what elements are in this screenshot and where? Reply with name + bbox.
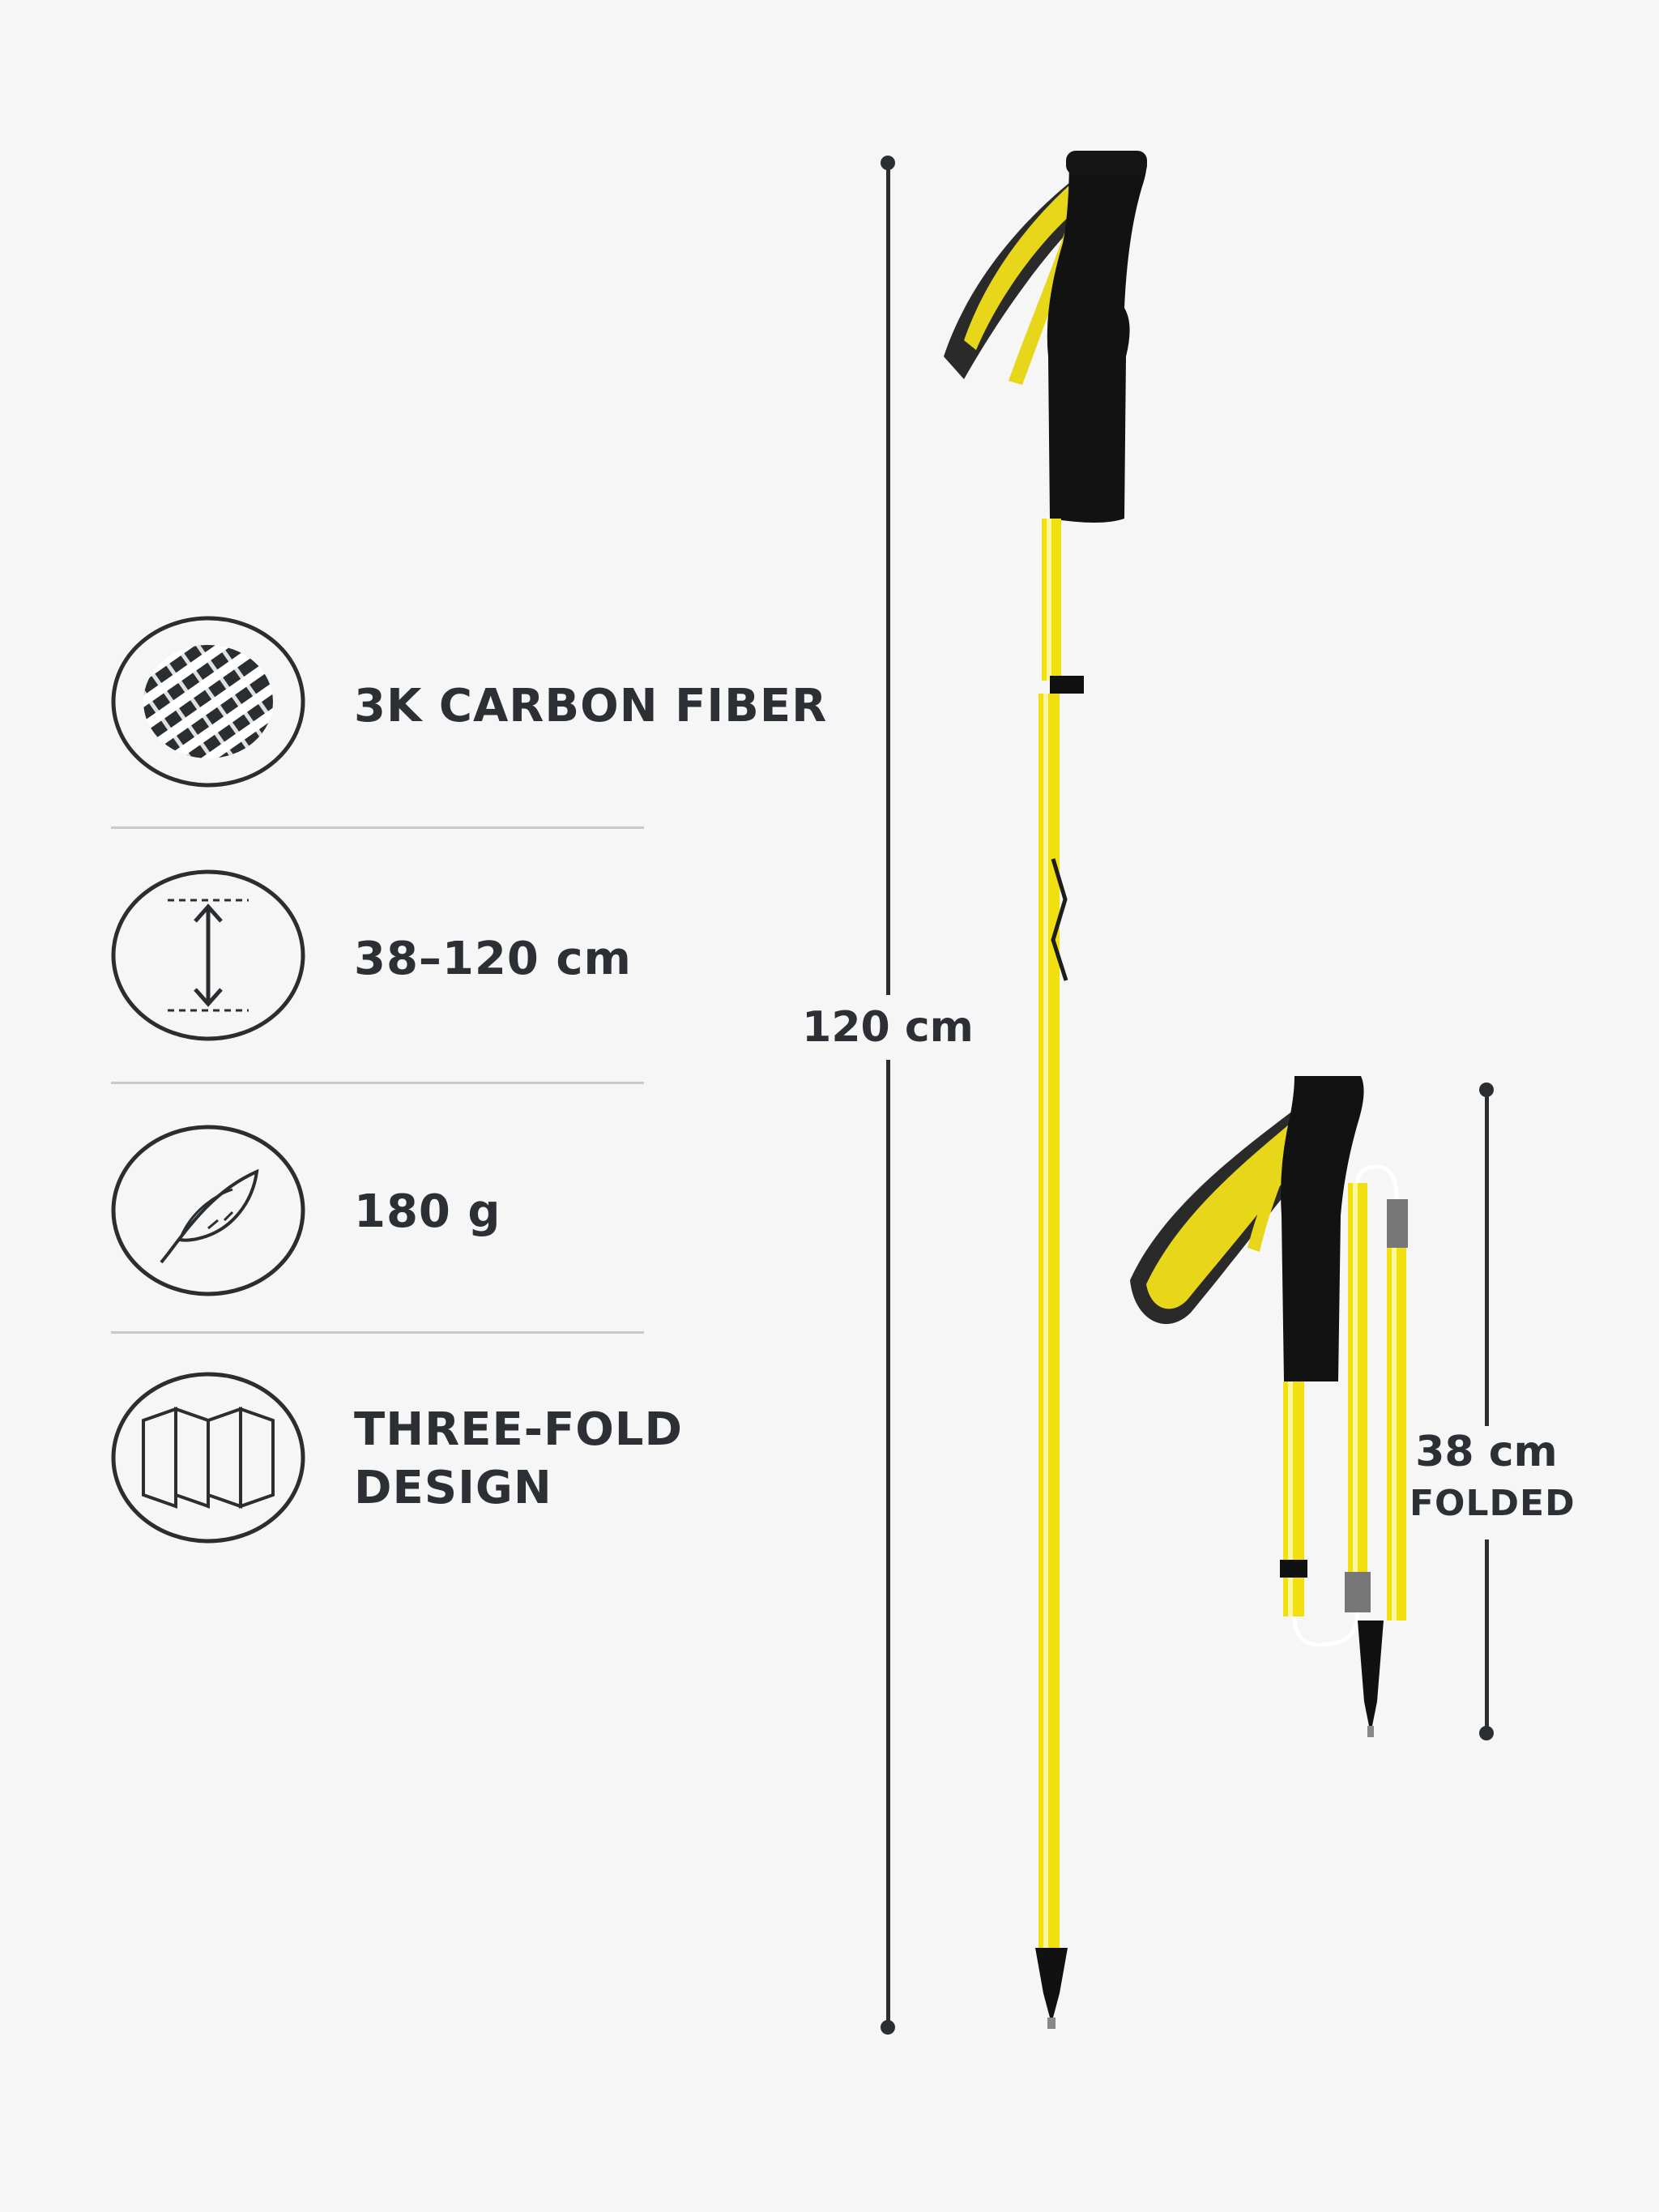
feature-label-line: DESIGN — [354, 1462, 552, 1514]
feature-divider — [111, 826, 644, 829]
dimension-extended-label: 120 cm — [802, 995, 974, 1060]
feature-label-length: 38–120 cm — [354, 930, 632, 989]
fold-panels-icon — [111, 1372, 305, 1544]
feature-divider — [111, 1082, 644, 1084]
dimension-endpoint — [881, 2020, 895, 2035]
dimension-folded-value: 38 cm — [1415, 1428, 1558, 1476]
dimension-endpoint — [1479, 1726, 1494, 1740]
dimension-line — [1485, 1089, 1489, 1732]
feature-label-fold: THREE-FOLD DESIGN — [354, 1401, 683, 1518]
dimension-folded-label: 38 cm FOLDED — [1410, 1426, 1576, 1539]
length-arrow-icon — [111, 869, 305, 1041]
feature-label-line: 180 g — [354, 1185, 501, 1238]
feature-label-carbon: 3K CARBON FIBER — [354, 677, 827, 736]
feature-label-line: 3K CARBON FIBER — [354, 680, 828, 732]
feature-label-weight: 180 g — [354, 1183, 501, 1241]
folded-pole — [1130, 1076, 1408, 1737]
dimension-folded-note: FOLDED — [1410, 1483, 1576, 1524]
feature-divider — [111, 1331, 644, 1334]
carbon-weave-icon — [111, 616, 305, 788]
feature-label-line: 38–120 cm — [354, 933, 632, 985]
dimension-line — [886, 162, 890, 2027]
feather-icon — [111, 1125, 305, 1296]
feature-label-line: THREE-FOLD — [354, 1403, 683, 1456]
extended-pole — [944, 151, 1147, 2029]
